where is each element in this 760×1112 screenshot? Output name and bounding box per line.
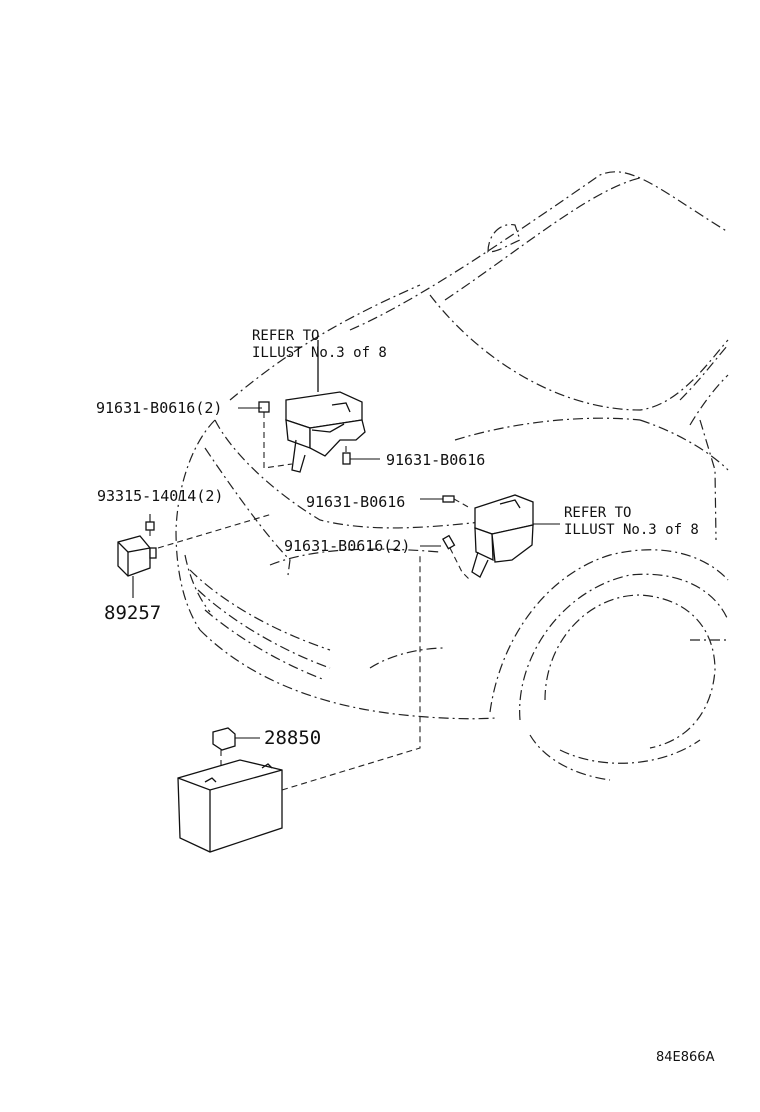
refer-right-line1: REFER TO [564,505,631,521]
label-bolt-upper-left: 91631-B0616(2) [96,399,222,417]
callout-labels: REFER TO ILLUST No.3 of 8 91631-B0616(2)… [96,328,715,1065]
upper-control-unit [285,340,366,473]
lower-bolt-line [449,547,471,581]
refer-top-line2: ILLUST No.3 of 8 [252,345,387,361]
label-screw-sensor: 93315-14014(2) [97,487,223,505]
sensor-screw-icon [145,514,155,538]
battery-link-line [281,556,421,791]
upper-bolt-line [263,412,293,469]
label-bolt-middle: 91631-B0616 [306,493,405,511]
sensor-mount-line [157,513,273,549]
sensor-89257 [117,535,157,598]
label-part-sensor: 89257 [104,602,161,624]
bolt-upper-left-icon [238,401,270,413]
figure-code: 84E866A [656,1050,715,1065]
vehicle-outline [175,171,729,781]
label-bolt-lower: 91631-B0616(2) [284,537,410,555]
bolt-lower-icon [420,534,456,550]
bolt-middle-icon [420,495,455,503]
label-bolt-upper-right: 91631-B0616 [386,451,485,469]
label-part-battery-clamp: 28850 [264,727,321,749]
bolt-upper-right-icon [342,452,380,465]
refer-top-line1: REFER TO [252,328,319,344]
battery-clamp-28850 [212,727,260,751]
refer-right-line2: ILLUST No.3 of 8 [564,522,699,538]
battery [177,759,283,853]
right-control-unit [471,494,534,578]
middle-bolt-line [453,498,471,509]
